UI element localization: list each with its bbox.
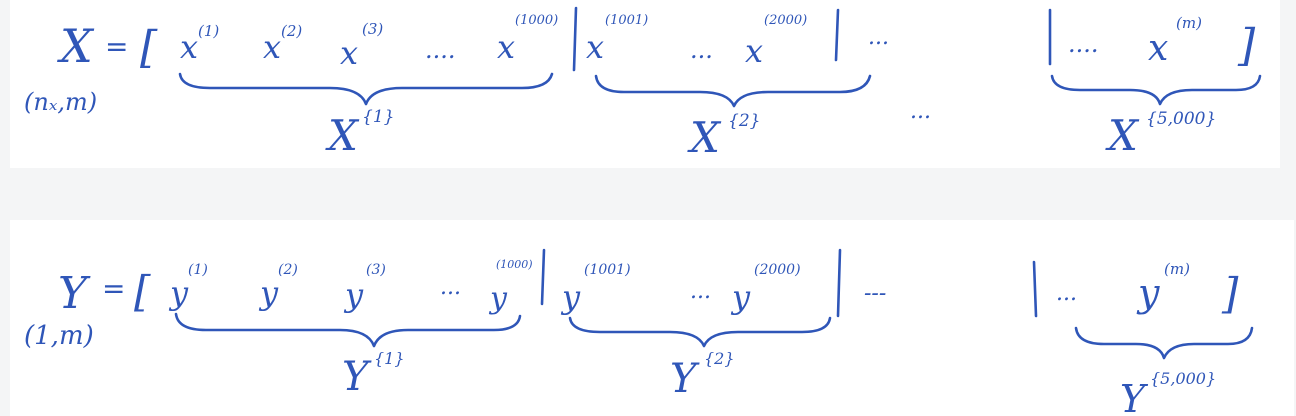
x-dimensions-label: (nₓ,m): [24, 88, 97, 116]
y-example-1001: y: [560, 278, 581, 316]
y-close-bracket: ]: [1221, 269, 1239, 318]
x-brace-3: [1050, 74, 1262, 106]
y-example-m-superscript: (m): [1164, 260, 1190, 278]
x-batch-divider-2: [834, 8, 840, 62]
y-example-1001-superscript: (1001): [584, 262, 631, 278]
x-batch-divider-1: [572, 6, 578, 72]
x-brace-2: [594, 74, 872, 108]
x-batch-2-label: X: [687, 113, 722, 162]
x-example-1001-superscript: (1001): [605, 13, 648, 28]
x-example-1000: x: [497, 28, 515, 66]
x-example-1: x: [180, 28, 198, 66]
y-batch-last-label: Y: [1120, 377, 1149, 416]
y-matrix-symbol: Y: [58, 268, 91, 319]
x-brace-1: [178, 72, 554, 106]
x-example-1001: x: [586, 28, 604, 66]
y-example-1: y: [168, 274, 189, 312]
x-example-1-superscript: (1): [198, 22, 219, 40]
y-batch-1-label: Y: [342, 354, 372, 400]
x-matrix-symbol: X: [57, 19, 95, 73]
y-ellipsis-4: ...: [1056, 281, 1077, 306]
x-ellipsis-middle: ...: [910, 99, 931, 124]
y-example-2-superscript: (2): [278, 262, 298, 278]
y-ellipsis-1: ...: [440, 275, 461, 300]
x-open-bracket: [: [140, 22, 158, 73]
y-example-3-superscript: (3): [366, 262, 386, 278]
x-batch-last-label: X: [1105, 111, 1140, 160]
y-batch-1-superscript: {1}: [374, 349, 405, 368]
x-example-m: x: [1148, 28, 1168, 69]
y-example-1-superscript: (1): [188, 262, 208, 278]
x-batch-1-superscript: {1}: [362, 107, 394, 127]
y-example-2000: y: [730, 278, 751, 316]
y-example-1000-superscript: (1000): [496, 258, 533, 271]
y-batch-divider-2: [836, 248, 842, 318]
x-example-m-superscript: (m): [1176, 14, 1202, 32]
y-example-1000: y: [488, 281, 508, 316]
y-matrix-drawing: Y = [ (1,m) y (1) y (2) y (3) ... y (100…: [24, 248, 1254, 416]
y-example-3: y: [343, 276, 364, 314]
x-ellipsis-2: ...: [690, 36, 713, 64]
y-brace-3: [1074, 326, 1254, 360]
y-ellipsis-2: ...: [690, 279, 711, 304]
y-batch-2-superscript: {2}: [704, 349, 735, 368]
y-equals-sign: =: [102, 272, 125, 305]
x-example-1000-superscript: (1000): [515, 13, 558, 28]
x-example-2000-superscript: (2000): [764, 13, 807, 28]
y-brace-2: [568, 316, 832, 348]
y-example-2000-superscript: (2000): [754, 262, 801, 278]
y-batch-last-superscript: {5,000}: [1150, 369, 1216, 388]
y-open-bracket: [: [134, 267, 151, 316]
x-example-3: x: [340, 34, 358, 72]
x-example-2: x: [263, 28, 281, 66]
y-matrix-panel: Y = [ (1,m) y (1) y (2) y (3) ... y (100…: [10, 220, 1294, 416]
y-example-2: y: [258, 274, 279, 312]
x-batch-1-label: X: [325, 111, 360, 160]
y-batch-2-label: Y: [670, 356, 700, 402]
x-example-3-superscript: (3): [362, 20, 383, 38]
y-ellipsis-3: ---: [864, 281, 886, 306]
y-batch-divider-3: [1032, 260, 1038, 318]
x-example-2000: x: [745, 32, 763, 70]
y-brace-1: [174, 312, 522, 348]
x-ellipsis-4: ....: [1068, 30, 1099, 58]
y-dimensions-label: (1,m): [24, 321, 94, 351]
y-example-m: y: [1136, 271, 1160, 315]
x-close-bracket: ]: [1237, 20, 1256, 71]
x-matrix-drawing: X = [ (nₓ,m) x (1) x (2) x (3) .... x (1…: [24, 6, 1262, 162]
x-ellipsis-1: ....: [425, 36, 456, 64]
x-batch-2-superscript: {2}: [728, 111, 760, 131]
x-matrix-panel: X = [ (nₓ,m) x (1) x (2) x (3) .... x (1…: [10, 0, 1280, 168]
x-equals-sign: =: [105, 30, 128, 63]
x-ellipsis-3: ...: [868, 25, 889, 50]
x-example-2-superscript: (2): [281, 22, 302, 40]
x-batch-last-superscript: {5,000}: [1146, 109, 1216, 129]
y-batch-divider-1: [540, 248, 546, 306]
